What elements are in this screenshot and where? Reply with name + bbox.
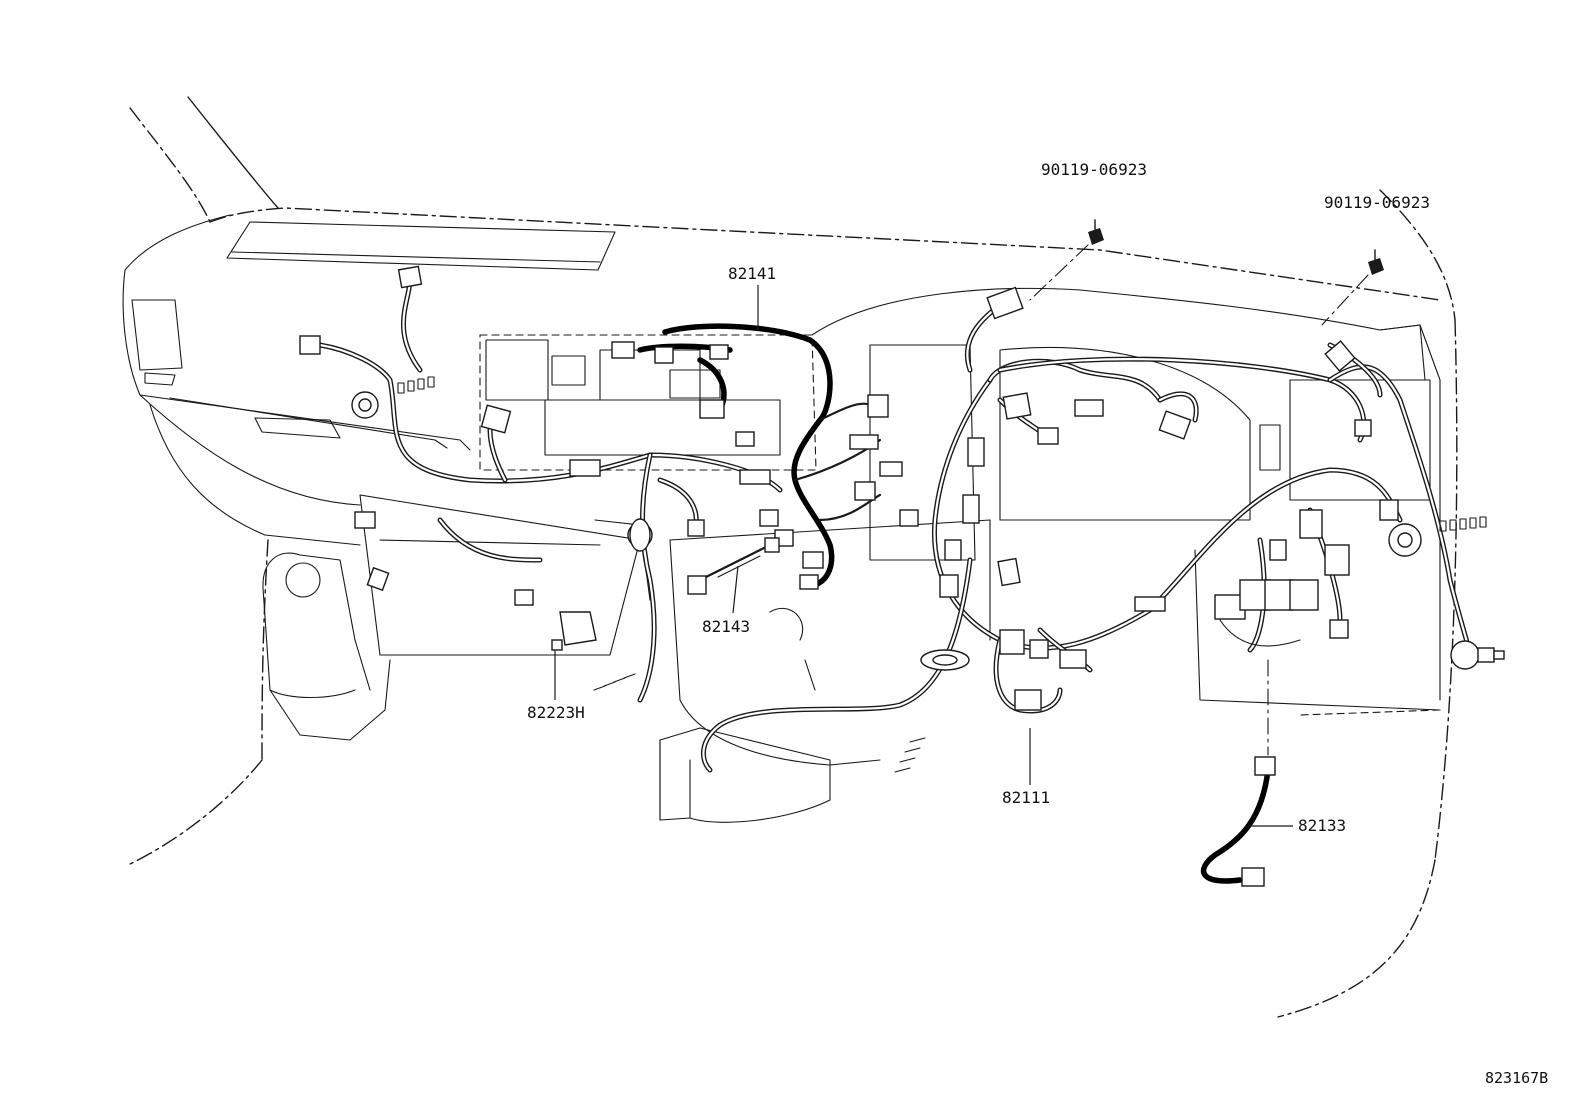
part-number-82223h: 82223H	[527, 703, 585, 722]
harness-main	[629, 286, 1505, 773]
bolt-left	[1029, 219, 1104, 301]
part-number-82143: 82143	[702, 617, 750, 636]
dash-marks-bottom-center	[894, 737, 926, 773]
tape-marks-right	[1439, 516, 1487, 532]
harness-82141	[611, 323, 919, 590]
instrument-panel	[122, 214, 1441, 823]
harness-82133	[1200, 659, 1276, 887]
bolt-right	[1321, 249, 1384, 326]
grommets	[629, 518, 970, 671]
part-number-82133: 82133	[1298, 816, 1346, 835]
part-number-82111: 82111	[1002, 788, 1050, 807]
leader-lines	[554, 285, 1293, 827]
relay-block	[1214, 579, 1319, 647]
dash-marks-bottom-left	[593, 673, 636, 691]
bolt-part-number-left: 90119-06923	[1041, 160, 1147, 179]
figure-reference: 823167B	[1485, 1069, 1548, 1087]
bolt-part-number-right: 90119-06923	[1324, 193, 1430, 212]
harness-82143	[687, 537, 780, 595]
tape-marks-left	[397, 376, 435, 394]
part-number-82141: 82141	[728, 264, 776, 283]
callout-labels: 90119-06923 90119-06923 82141 82143 8222…	[527, 160, 1548, 1087]
